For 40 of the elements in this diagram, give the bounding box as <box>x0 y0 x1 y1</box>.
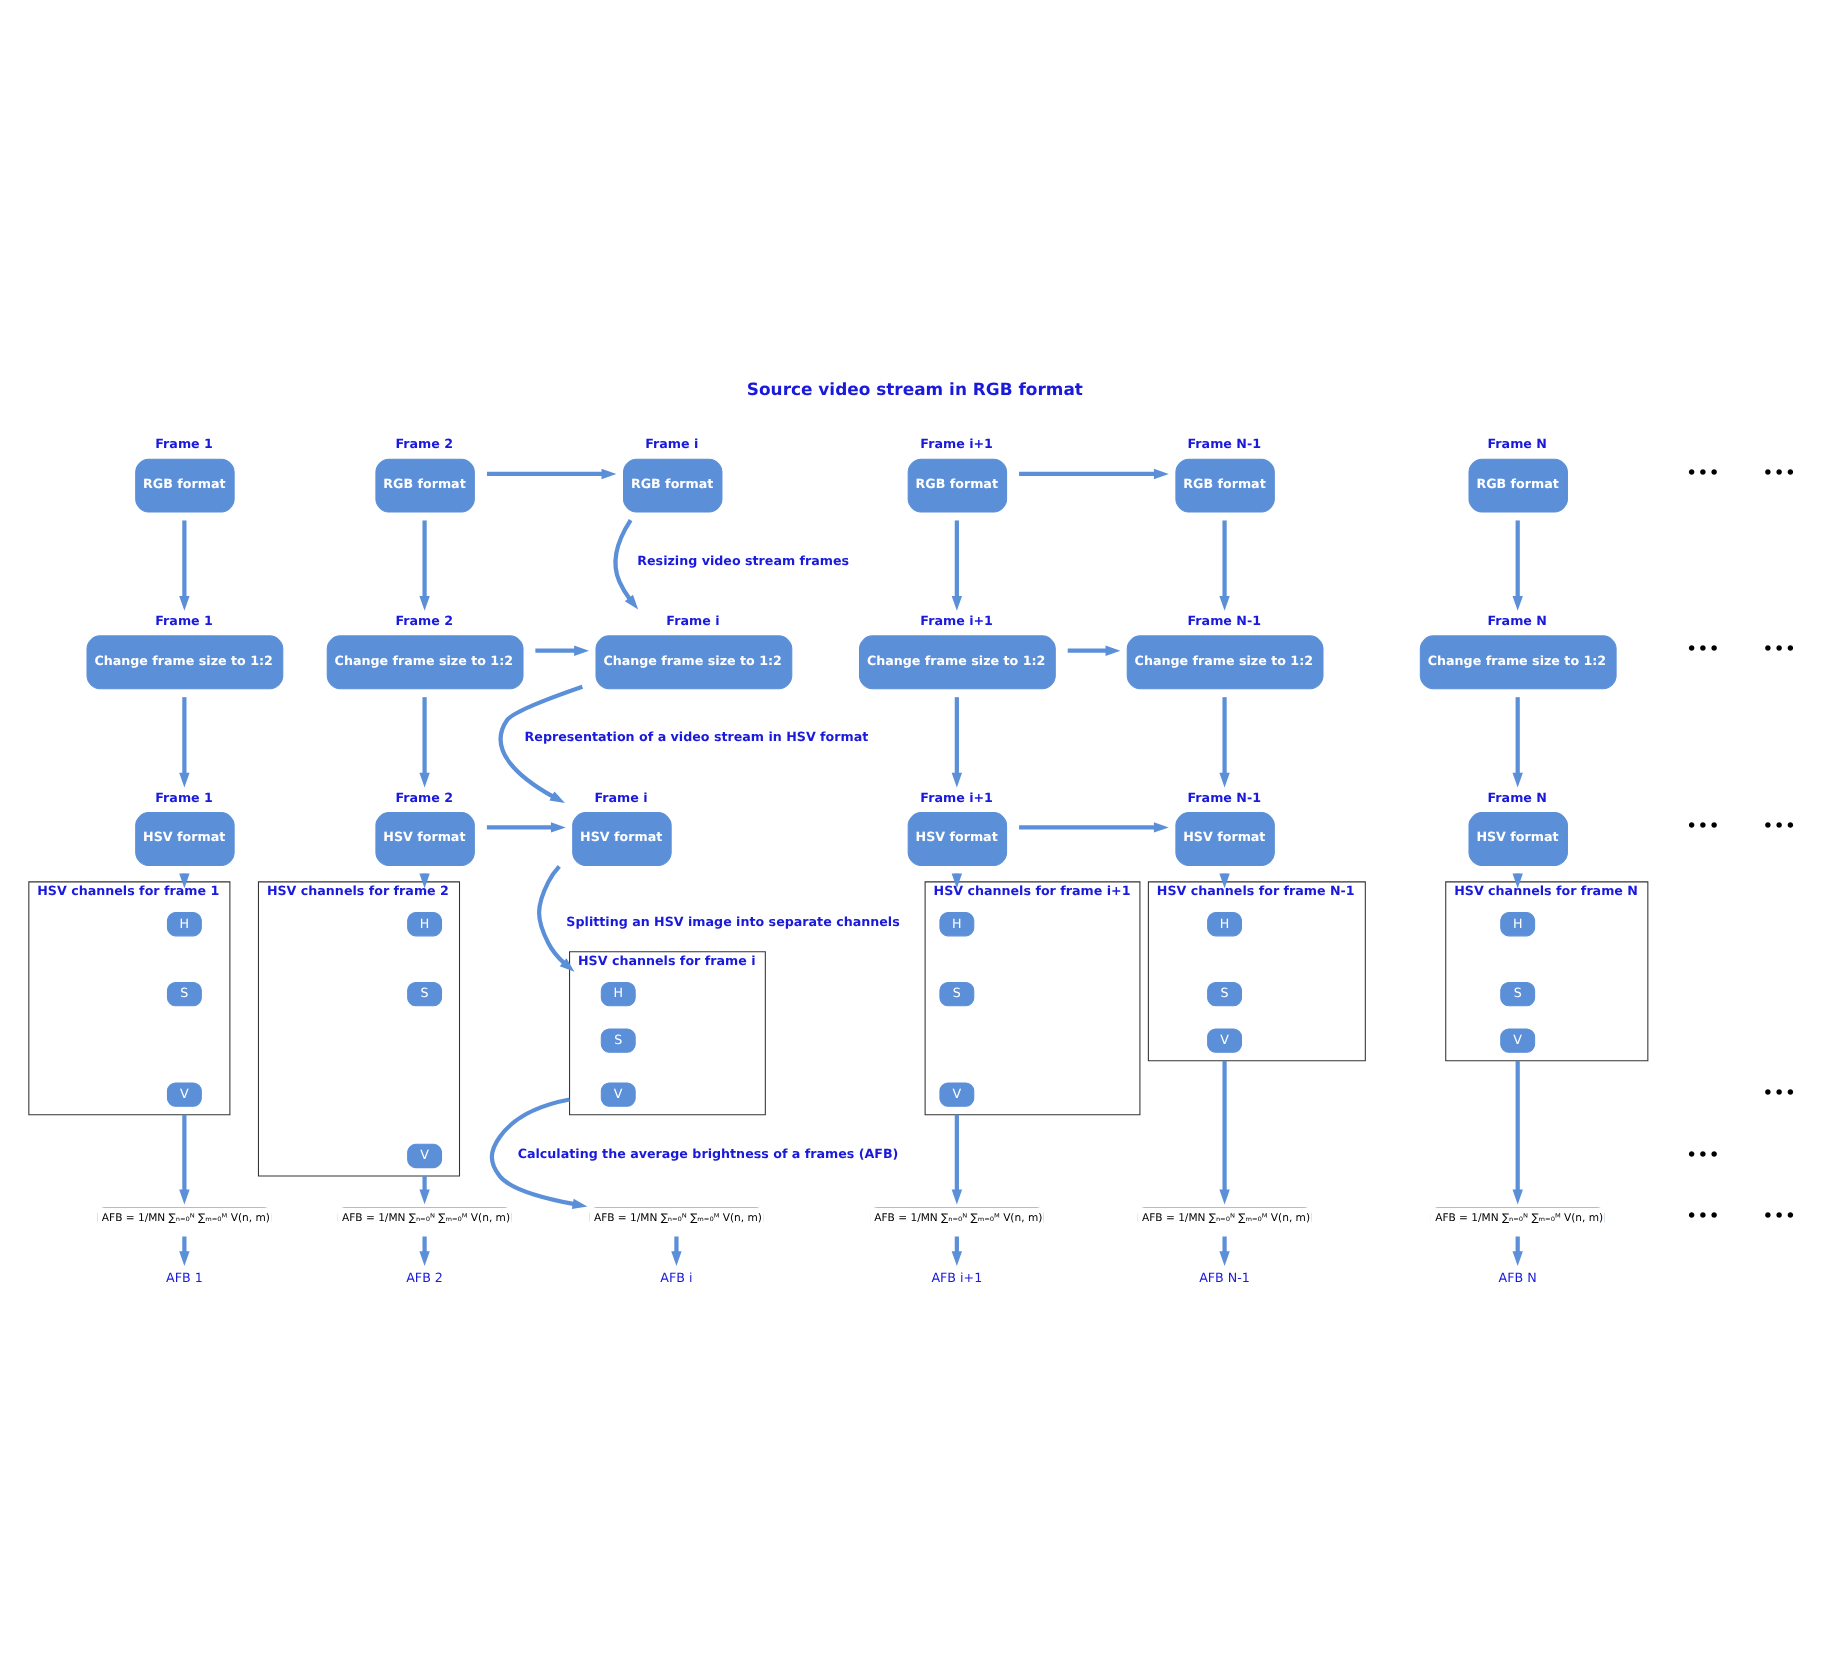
arrow <box>489 1097 588 1209</box>
arrow <box>179 1236 190 1267</box>
arrow <box>486 822 566 833</box>
arrow <box>1019 822 1169 833</box>
arrow <box>487 468 617 480</box>
label: ••• <box>1762 462 1796 485</box>
arrow <box>537 865 575 972</box>
arrow <box>671 1236 682 1267</box>
arrow <box>613 519 639 610</box>
label: ••• <box>1686 462 1720 485</box>
arrow <box>1512 520 1523 611</box>
arrow <box>1512 697 1523 788</box>
arrow <box>498 684 584 804</box>
label: ••• <box>1686 1206 1720 1228</box>
arrow <box>1067 645 1121 656</box>
arrow <box>535 645 589 656</box>
arrow <box>419 1176 430 1205</box>
arrow <box>179 520 190 611</box>
arrow <box>419 520 430 611</box>
diagram-title: Source video stream in RGB format <box>746 378 1083 399</box>
arrow <box>951 520 963 611</box>
arrow <box>1219 697 1230 788</box>
label: ••• <box>1762 639 1796 662</box>
label: ••• <box>1762 1083 1796 1106</box>
arrow <box>1219 1236 1230 1267</box>
arrow <box>419 1236 430 1267</box>
label: ••• <box>1686 639 1720 662</box>
arrow <box>1019 468 1169 480</box>
arrow <box>951 697 963 788</box>
arrow <box>951 1114 963 1205</box>
arrow <box>1512 1060 1523 1205</box>
arrow <box>179 697 190 788</box>
label: ••• <box>1762 1206 1796 1228</box>
label: ••• <box>1686 1144 1720 1167</box>
arrow <box>179 1114 190 1205</box>
arrow <box>1219 520 1230 611</box>
arrow <box>419 697 430 788</box>
arrow <box>1219 1060 1230 1205</box>
label: ••• <box>1762 816 1796 839</box>
label: ••• <box>1686 816 1720 839</box>
